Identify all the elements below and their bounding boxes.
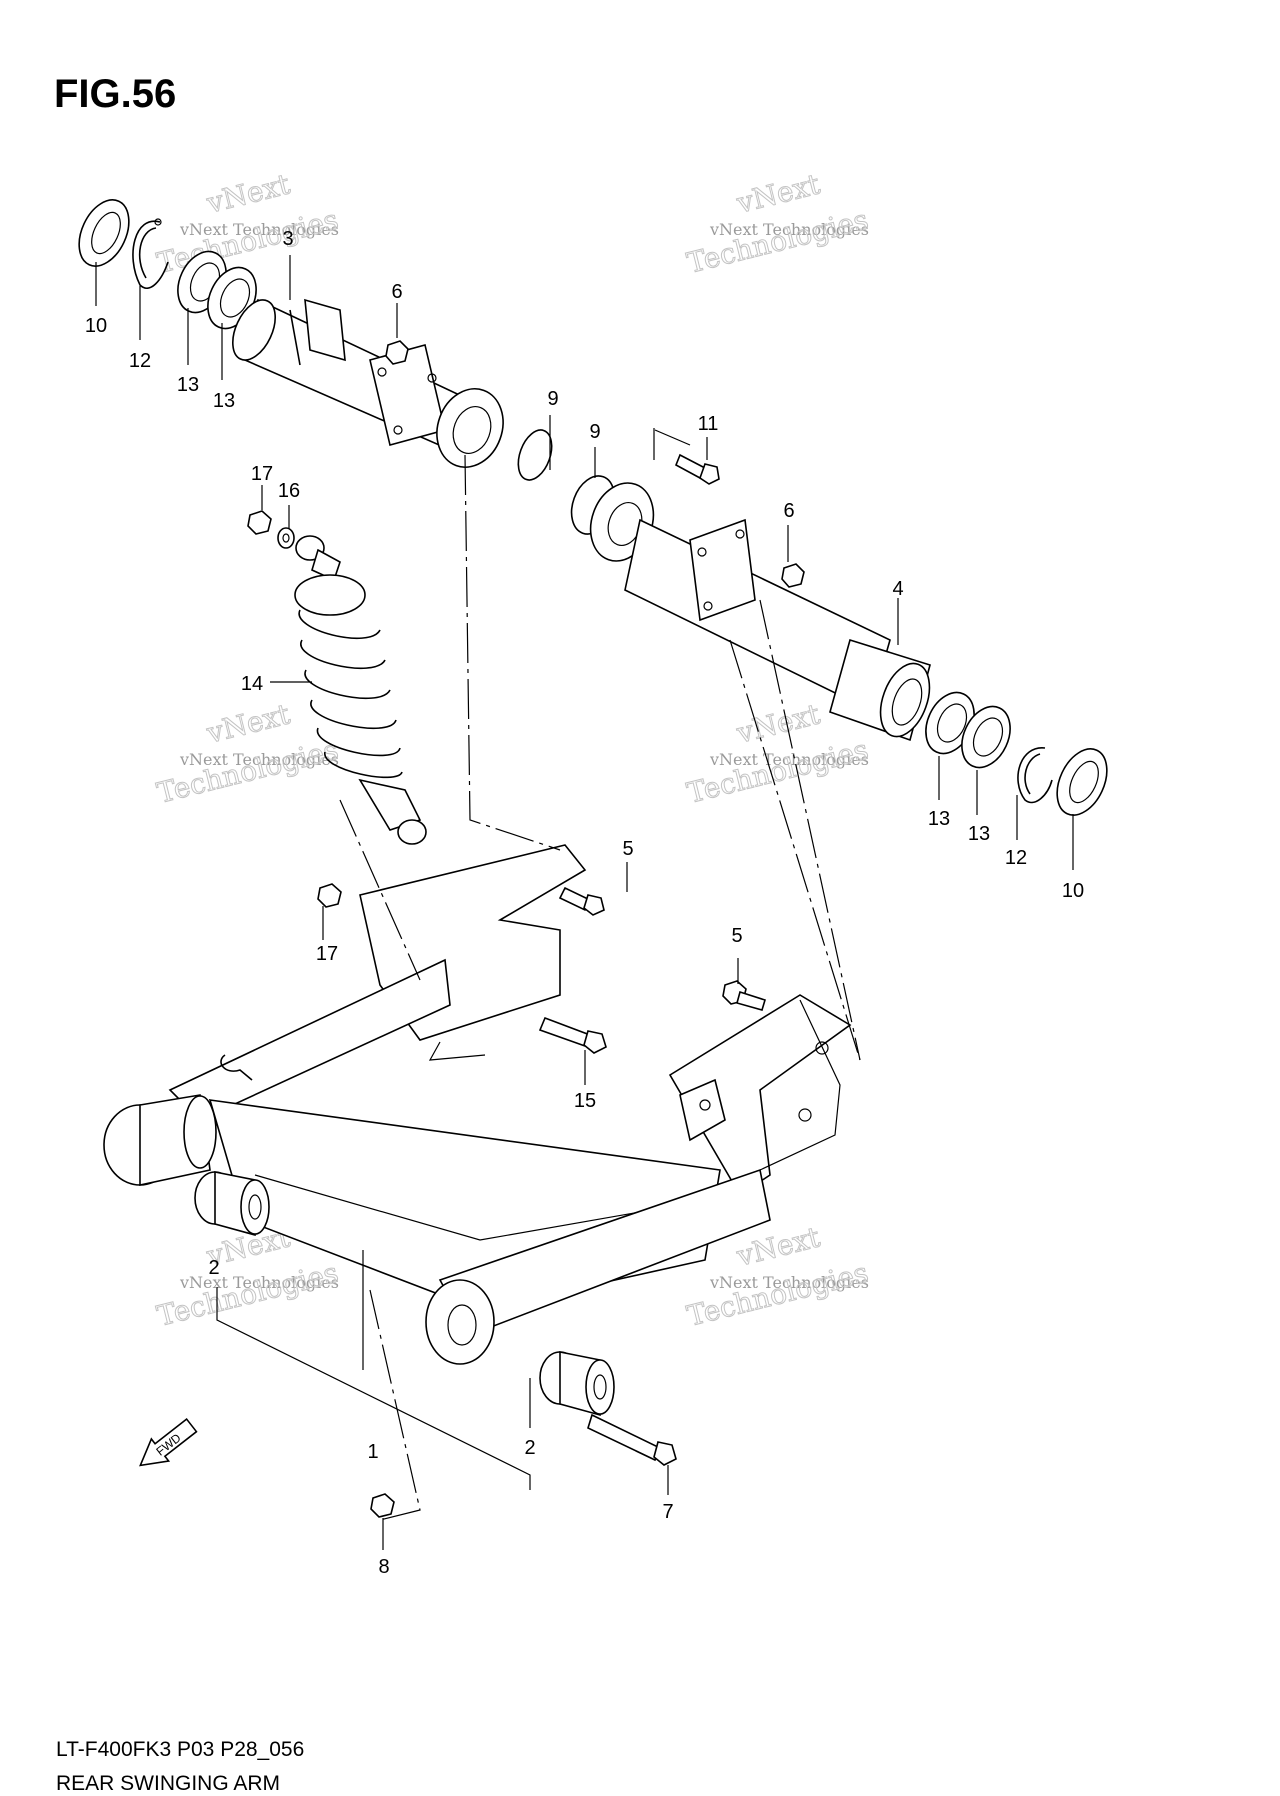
watermark-company: vNext Technologies bbox=[179, 750, 339, 769]
watermark-brand-a: vNext bbox=[733, 167, 824, 220]
callout-labels: 10 12 13 13 3 6 9 9 11 6 4 17 16 14 13 1… bbox=[85, 228, 1084, 1578]
callout-label: 6 bbox=[783, 500, 794, 522]
nut-6-right bbox=[781, 563, 805, 588]
callout-label: 1 bbox=[367, 1441, 378, 1463]
shock-absorber-14 bbox=[294, 535, 427, 845]
watermark: vNext Technologies vNext Technologies bbox=[153, 697, 342, 811]
callout-label: 5 bbox=[622, 838, 633, 860]
seal-10-right bbox=[1056, 748, 1108, 816]
watermark-company: vNext Technologies bbox=[179, 1273, 339, 1292]
swing-arm-1 bbox=[103, 844, 852, 1365]
callout-label: 15 bbox=[574, 1090, 596, 1112]
nut-17-top bbox=[247, 510, 272, 535]
model-code: LT-F400FK3 P03 P28_056 bbox=[56, 1738, 305, 1761]
callout-label: 8 bbox=[378, 1556, 389, 1578]
watermark-brand-b: Technologies bbox=[154, 203, 342, 280]
callout-label: 9 bbox=[547, 388, 558, 410]
callout-label: 4 bbox=[892, 578, 903, 600]
watermark-brand-b: Technologies bbox=[684, 203, 872, 280]
callout-label: 2 bbox=[524, 1437, 535, 1459]
callout-label: 3 bbox=[282, 228, 293, 250]
pivot-shaft-4 bbox=[589, 482, 931, 742]
callout-label: 11 bbox=[698, 413, 719, 435]
watermark-company: vNext Technologies bbox=[709, 220, 869, 239]
watermark-brand-a: vNext bbox=[203, 167, 294, 220]
callout-label: 9 bbox=[589, 421, 600, 443]
callout-label: 7 bbox=[662, 1501, 673, 1523]
fwd-arrow-icon: FWD bbox=[139, 1417, 198, 1467]
leader-lines bbox=[95, 255, 1074, 1550]
callout-label: 2 bbox=[208, 1257, 219, 1279]
pivot-shaft-3 bbox=[232, 298, 553, 481]
bushing-2-left bbox=[194, 1171, 270, 1237]
nut-6-top bbox=[385, 340, 409, 365]
watermark-company: vNext Technologies bbox=[709, 750, 869, 769]
washer-16 bbox=[277, 527, 295, 549]
callout-label: 14 bbox=[241, 673, 263, 695]
callout-label: 5 bbox=[731, 925, 742, 947]
figure-title: FIG.56 bbox=[54, 72, 177, 116]
circlip-12-left bbox=[132, 218, 169, 289]
watermark-brand-b: Technologies bbox=[684, 1256, 872, 1333]
callout-label: 12 bbox=[129, 350, 151, 372]
watermark-brand-b: Technologies bbox=[684, 733, 872, 810]
bolt-15 bbox=[538, 1016, 607, 1054]
bolt-5-a bbox=[558, 886, 605, 916]
bolt-11 bbox=[674, 453, 720, 485]
figure-name: REAR SWINGING ARM bbox=[56, 1772, 281, 1795]
watermark-brand-b: Technologies bbox=[154, 1256, 342, 1333]
callout-label: 13 bbox=[968, 823, 990, 845]
bearing-13-right-b bbox=[961, 705, 1011, 769]
callout-label: 10 bbox=[85, 315, 107, 337]
seal-10-left bbox=[78, 199, 130, 267]
callout-label: 13 bbox=[177, 374, 199, 396]
callout-label: 13 bbox=[213, 390, 235, 412]
callout-label: 17 bbox=[316, 943, 338, 965]
nut-17-bottom bbox=[317, 883, 342, 908]
bolt-7 bbox=[587, 1413, 677, 1466]
bushing-2-right bbox=[539, 1351, 615, 1417]
callout-label: 13 bbox=[928, 808, 950, 830]
assembly-lines bbox=[216, 428, 861, 1521]
bolt-5-b bbox=[722, 980, 766, 1011]
watermark: vNext Technologies vNext Technologies bbox=[683, 167, 872, 281]
watermark-company: vNext Technologies bbox=[179, 220, 339, 239]
callout-label: 17 bbox=[251, 463, 273, 485]
callout-label: 6 bbox=[391, 281, 402, 303]
watermark-brand-a: vNext bbox=[203, 697, 294, 750]
watermark: vNext Technologies vNext Technologies bbox=[153, 167, 342, 281]
watermark-brand-a: vNext bbox=[733, 697, 824, 750]
callout-label: 16 bbox=[278, 480, 300, 502]
circlip-12-right bbox=[1017, 747, 1053, 804]
watermark-company: vNext Technologies bbox=[709, 1273, 869, 1292]
callout-label: 10 bbox=[1062, 880, 1084, 902]
watermark-brand-b: Technologies bbox=[154, 733, 342, 810]
nut-8 bbox=[370, 1493, 395, 1518]
callout-label: 12 bbox=[1005, 847, 1027, 869]
